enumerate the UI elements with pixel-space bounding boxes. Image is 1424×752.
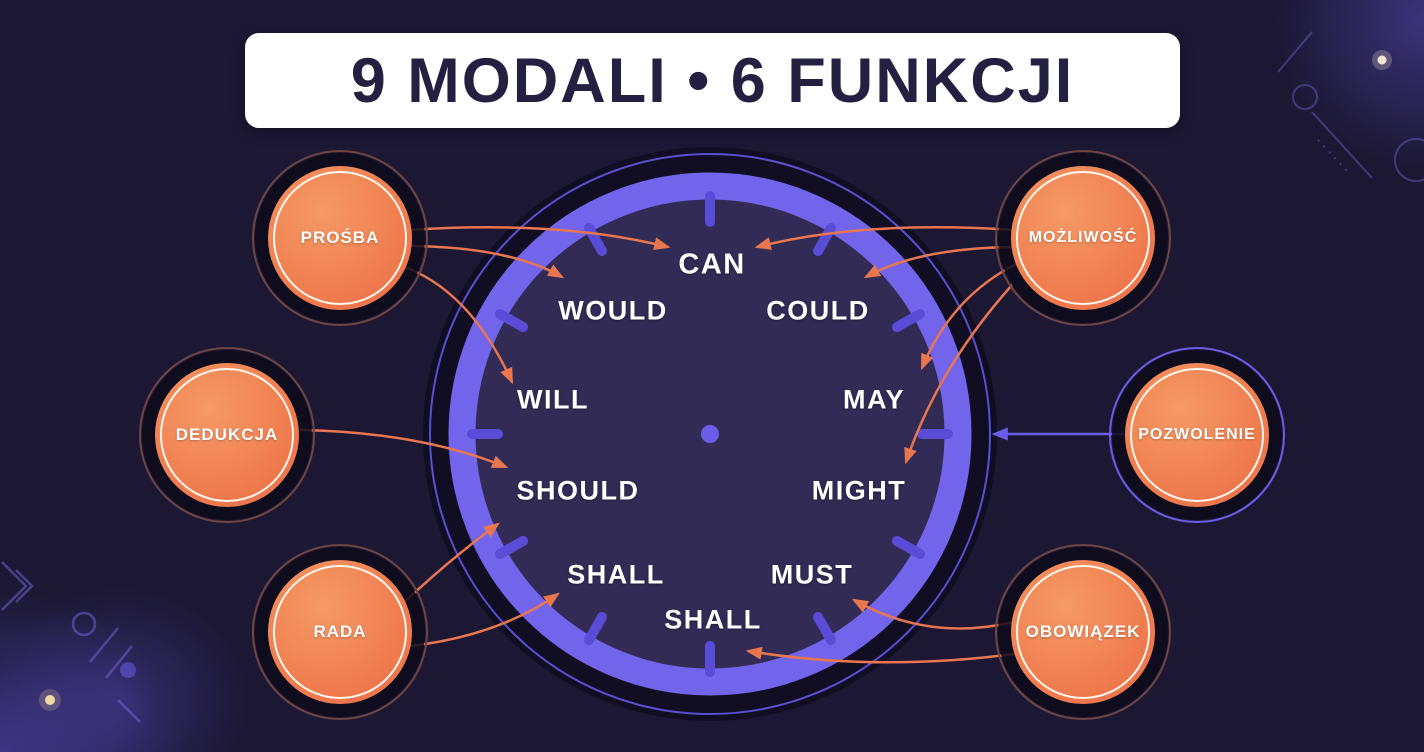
clock-center-dot [701, 425, 719, 443]
title-banner: 9 MODALI • 6 FUNKCJI [245, 33, 1180, 128]
function-label: OBOWIĄZEK [1025, 622, 1141, 641]
decor-dot [120, 662, 136, 678]
arrow-prosba-would [409, 244, 565, 279]
clock-outer-ring [429, 153, 991, 715]
arrow-mozliwosc-could [863, 245, 1015, 279]
arrow-mozliwosc-can [754, 226, 1015, 250]
modal-might: MIGHT [811, 475, 907, 506]
clock [423, 147, 997, 721]
decor-star-bottom-left [45, 695, 55, 705]
decor-star-glow [1372, 50, 1392, 70]
modal-could: COULD [766, 295, 870, 326]
decor-star-top-right [1377, 55, 1387, 65]
modal-should: SHOULD [516, 475, 640, 506]
modal-can: CAN [678, 248, 746, 281]
function-circle-pozwolenie: POZWOLENIE [1109, 347, 1285, 523]
modal-may: MAY [842, 384, 906, 415]
decor-bottom-left [1, 561, 141, 723]
arrow-obowiazek-must [851, 598, 1015, 630]
arrow-mozliwosc-might [904, 284, 1013, 465]
function-circle-obowiazek: OBOWIĄZEK [995, 544, 1171, 720]
arrow-prosba-can [409, 226, 671, 250]
function-circle-prosba: PROŚBA [252, 150, 428, 326]
page-title: 9 MODALI • 6 FUNKCJI [350, 45, 1075, 116]
function-circle-dedukcja: DEDUKCJA [139, 347, 315, 523]
modal-shall-2: SHALL [664, 604, 762, 635]
function-circle-mozliwosc: MOŻLIWOŚĆ [995, 150, 1171, 326]
arrow-dedukcja-should [299, 428, 509, 469]
modal-will: WILL [517, 384, 589, 415]
function-label: PROŚBA [300, 228, 380, 247]
function-label: DEDUKCJA [175, 425, 279, 444]
modal-would: WOULD [558, 295, 668, 326]
modal-must: MUST [770, 559, 854, 590]
decor-star-glow-2 [39, 689, 61, 711]
clock-dark-halo [423, 147, 997, 721]
connector-arrows [299, 226, 1021, 664]
function-label: RADA [313, 622, 367, 641]
modal-shall: SHALL [567, 559, 665, 590]
function-circle-rada: RADA [252, 544, 428, 720]
arrow-rada-shall [409, 592, 560, 648]
decor-top-right [1277, 31, 1424, 182]
function-label: MOŻLIWOŚĆ [1028, 229, 1138, 246]
function-label: POZWOLENIE [1138, 426, 1256, 443]
arrow-obowiazek-shall [745, 646, 1015, 664]
